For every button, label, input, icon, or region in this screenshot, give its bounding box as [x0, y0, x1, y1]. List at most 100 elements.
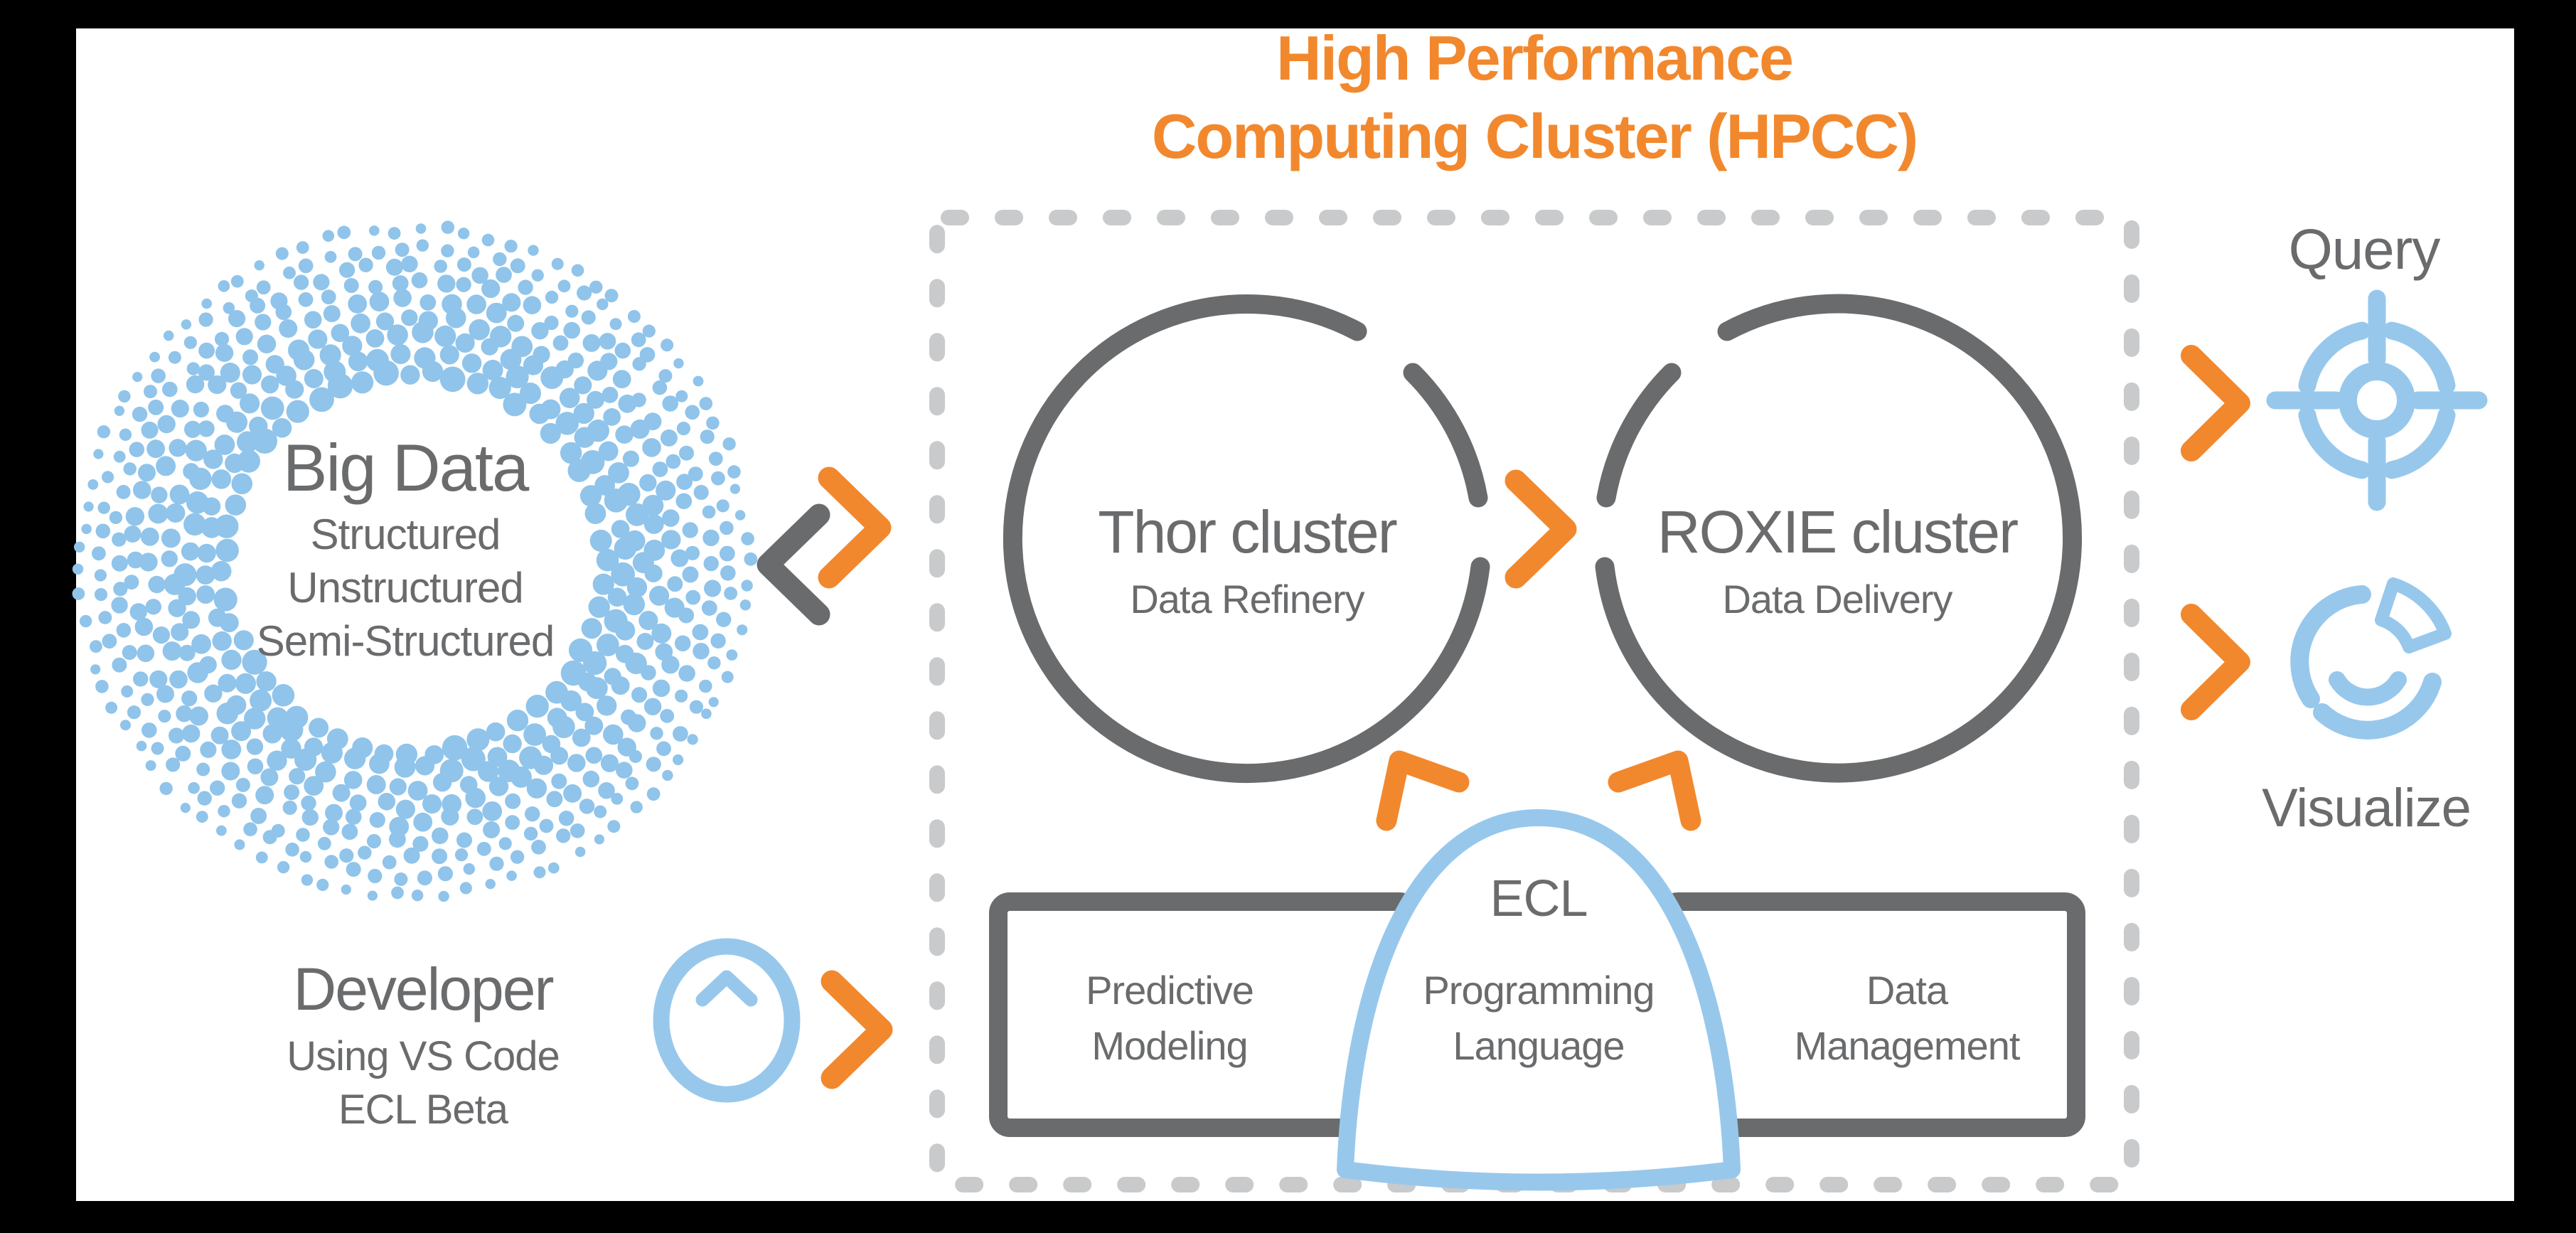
halftone-dot: [685, 545, 700, 560]
halftone-dot: [304, 369, 324, 388]
halftone-dot: [459, 882, 472, 895]
halftone-dot: [348, 351, 368, 372]
halftone-dot: [523, 723, 546, 746]
roxie-ring-long-arc-icon: [1595, 294, 2083, 783]
halftone-dot: [642, 438, 661, 457]
halftone-dot: [93, 449, 104, 459]
halftone-dot: [171, 623, 189, 641]
halftone-dot: [434, 260, 447, 273]
halftone-dot: [587, 390, 604, 409]
halftone-dot: [651, 623, 672, 644]
halftone-dot: [489, 326, 512, 348]
halftone-dot: [627, 310, 641, 323]
halftone-dot: [343, 771, 363, 789]
halftone-dot: [540, 422, 561, 444]
halftone-dot: [324, 855, 339, 869]
halftone-dot: [262, 830, 277, 845]
halftone-dot: [235, 777, 250, 792]
big-data-subtitle-unstructured: Unstructured: [287, 564, 523, 612]
halftone-dot: [249, 416, 268, 436]
halftone-dot: [646, 757, 661, 772]
halftone-dot: [193, 401, 209, 418]
halftone-dot: [662, 769, 673, 781]
title-line-2: Computing Cluster (HPCC): [1152, 101, 1917, 171]
halftone-dot: [132, 372, 143, 383]
halftone-dot: [216, 703, 239, 725]
halftone-dot: [437, 274, 456, 293]
halftone-dot: [504, 240, 518, 253]
halftone-dot: [260, 396, 284, 420]
halftone-dot: [439, 366, 466, 393]
halftone-dot: [221, 740, 242, 759]
halftone-dot: [413, 812, 433, 832]
halftone-dot: [72, 587, 85, 600]
halftone-dot: [225, 494, 247, 516]
halftone-dot: [466, 808, 483, 826]
halftone-dot: [689, 700, 704, 714]
halftone-dot: [265, 355, 284, 374]
halftone-dot: [609, 318, 622, 331]
halftone-dot: [309, 387, 334, 412]
halftone-dot: [547, 862, 560, 874]
halftone-dot: [242, 649, 267, 675]
halftone-dot: [493, 252, 507, 267]
halftone-dot: [646, 787, 661, 801]
halftone-dot: [137, 644, 155, 663]
halftone-dot: [589, 529, 612, 552]
halftone-dot: [556, 828, 571, 843]
halftone-dot: [394, 756, 416, 778]
halftone-dot: [600, 754, 619, 772]
halftone-dot: [658, 369, 673, 383]
data-management-line2: Management: [1795, 1023, 2021, 1068]
halftone-dot: [586, 677, 608, 700]
developer-mouse-icon: [653, 938, 801, 1103]
halftone-dot: [726, 649, 738, 661]
thor-ring-long-arc-icon: [1003, 294, 1490, 783]
halftone-dot: [478, 761, 499, 782]
roxie-cluster-node: ROXIE cluster Data Delivery: [1595, 294, 2083, 783]
halftone-dot: [407, 781, 428, 801]
halftone-dot: [304, 776, 324, 796]
halftone-dot: [260, 768, 279, 786]
halftone-dot: [600, 353, 618, 370]
halftone-dot: [201, 517, 223, 538]
halftone-dot: [198, 312, 213, 327]
halftone-dot: [250, 808, 267, 824]
halftone-dot: [675, 493, 693, 510]
halftone-dot: [171, 400, 189, 418]
halftone-dot: [488, 376, 511, 400]
halftone-dot: [270, 292, 288, 310]
halftone-dot: [144, 385, 157, 399]
halftone-dot: [660, 709, 675, 723]
halftone-dot: [223, 301, 235, 314]
visualize-block: Visualize: [2181, 577, 2471, 838]
halftone-dot: [741, 532, 754, 545]
halftone-dot: [166, 757, 181, 772]
halftone-dot: [575, 703, 594, 722]
halftone-dot: [526, 778, 547, 799]
halftone-dot: [612, 370, 631, 389]
halftone-dot: [145, 760, 156, 772]
halftone-dot: [597, 695, 617, 716]
halftone-dot: [442, 294, 462, 315]
halftone-dot: [275, 247, 289, 260]
halftone-dot: [502, 293, 521, 312]
halftone-dot: [158, 710, 171, 723]
halftone-dot: [368, 868, 383, 884]
halftone-dot: [343, 278, 359, 293]
halftone-dot: [626, 577, 648, 598]
halftone-dot: [583, 651, 607, 676]
halftone-dot: [371, 245, 386, 260]
chevron-left-icon: [757, 503, 830, 626]
halftone-dot: [676, 474, 693, 490]
halftone-dot: [112, 657, 127, 673]
halftone-dot: [196, 762, 210, 776]
halftone-dot: [642, 494, 664, 516]
halftone-dot: [282, 800, 297, 815]
halftone-dot: [250, 689, 272, 712]
halftone-dot: [345, 808, 362, 825]
halftone-dot: [629, 749, 643, 763]
halftone-dot: [544, 315, 559, 331]
halftone-dot: [603, 408, 621, 426]
halftone-dot: [608, 462, 629, 484]
